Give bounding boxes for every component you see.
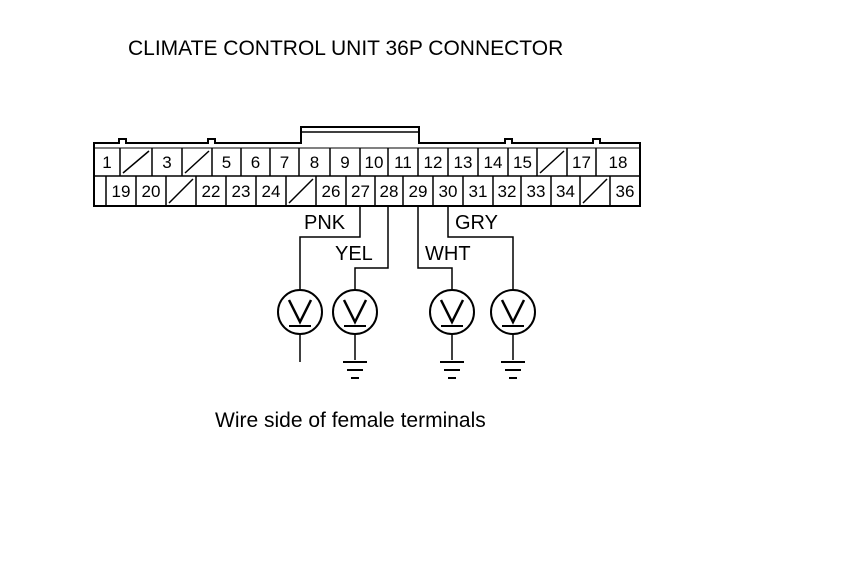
pin-5: 5: [222, 153, 231, 172]
wire-label-yel: YEL: [335, 243, 373, 265]
pin-14: 14: [484, 153, 503, 172]
pin-28: 28: [380, 182, 399, 201]
pin-17: 17: [572, 153, 591, 172]
diagram-title: CLIMATE CONTROL UNIT 36P CONNECTOR: [128, 37, 563, 60]
diagram-caption: Wire side of female terminals: [215, 409, 486, 432]
wire-label-pnk: PNK: [304, 212, 346, 234]
pin-23: 23: [232, 182, 251, 201]
wire-wht: [417, 206, 453, 360]
pin-12: 12: [424, 153, 443, 172]
pin-15: 15: [513, 153, 532, 172]
empty-cavity-slash: [582, 178, 608, 204]
pin-18: 18: [609, 153, 628, 172]
pin-3: 3: [162, 153, 171, 172]
pin-26: 26: [322, 182, 341, 201]
connector-housing: [93, 126, 641, 207]
ground-icon: [343, 361, 367, 379]
empty-cavity-slash: [184, 150, 210, 174]
ground-icon: [501, 361, 525, 379]
wire-label-wht: WHT: [425, 243, 471, 265]
voltmeter-icon: [490, 289, 536, 335]
voltmeter-icon: [277, 289, 323, 335]
pin-20: 20: [142, 182, 161, 201]
pin-13: 13: [454, 153, 473, 172]
pin-9: 9: [340, 153, 349, 172]
wire-yel: [354, 206, 389, 360]
pin-19: 19: [112, 182, 131, 201]
empty-cavity-slash: [288, 178, 314, 204]
pin-33: 33: [527, 182, 546, 201]
pin-27: 27: [351, 182, 370, 201]
empty-cavity-slash: [539, 150, 565, 174]
voltmeter-icon: [429, 289, 475, 335]
pin-7: 7: [280, 153, 289, 172]
empty-cavity-slash: [168, 178, 194, 204]
connector-bottom-row: 19 20 22 23 24 26 27 28 29 30 31 32 33 34 36: [105, 176, 635, 206]
wire-gry: [447, 206, 514, 360]
pin-29: 29: [409, 182, 428, 201]
pin-10: 10: [365, 153, 384, 172]
pin-1: 1: [102, 153, 111, 172]
wire-pnk: [299, 206, 361, 362]
empty-cavity-slash: [122, 150, 150, 174]
pin-31: 31: [469, 182, 488, 201]
pin-22: 22: [202, 182, 221, 201]
pin-8: 8: [310, 153, 319, 172]
pin-24: 24: [262, 182, 281, 201]
pin-36: 36: [616, 182, 635, 201]
pin-30: 30: [439, 182, 458, 201]
pin-11: 11: [394, 153, 412, 172]
pin-6: 6: [251, 153, 260, 172]
pin-34: 34: [556, 182, 575, 201]
pin-32: 32: [498, 182, 517, 201]
wire-label-gry: GRY: [455, 212, 498, 234]
voltmeter-icon: [332, 289, 378, 335]
ground-icon: [440, 361, 464, 379]
